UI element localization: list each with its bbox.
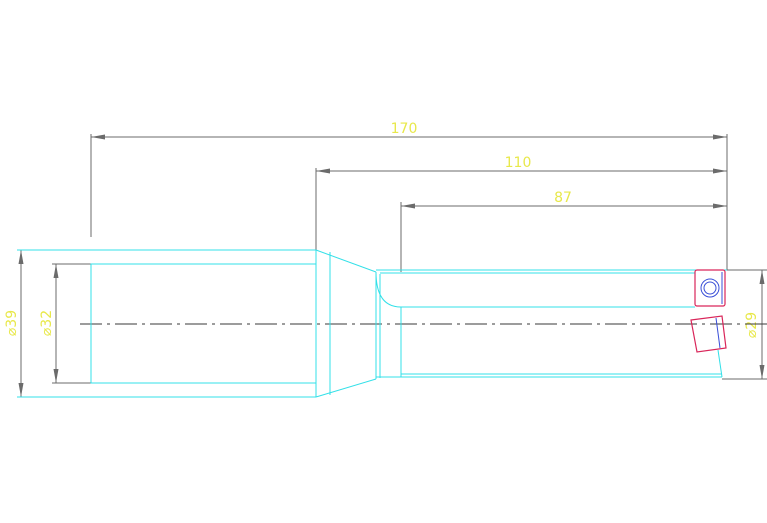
arrow-bottom-32: [53, 369, 59, 383]
arrow-right-87: [713, 203, 727, 209]
flute-runout-curve: [375, 271, 402, 308]
dimension-170: 170: [90, 121, 728, 270]
lower-insert: [690, 315, 727, 353]
upper-insert-outline: [694, 269, 726, 307]
lower-insert-outline: [690, 315, 727, 353]
arrow-bottom-39: [18, 383, 24, 397]
shank: [17, 249, 331, 398]
taper: [315, 249, 381, 398]
dimension-110: 110: [315, 155, 727, 250]
arrow-right-110: [713, 168, 727, 174]
dim-text-dia-32: ⌀32: [39, 310, 55, 336]
dim-text-170: 170: [391, 121, 418, 137]
insert-screw-inner: [703, 281, 717, 295]
arrow-left-170: [91, 134, 105, 140]
taper-bottom: [315, 378, 377, 398]
arrow-top-29: [759, 270, 765, 284]
dim-text-87: 87: [554, 190, 572, 206]
dim-text-110: 110: [505, 155, 532, 171]
body-tip-lower: [717, 349, 723, 378]
arrow-right-170: [713, 134, 727, 140]
upper-insert: [694, 269, 726, 307]
insert-screw-outer: [700, 278, 720, 298]
dimension-dia-32: ⌀32: [39, 263, 91, 384]
arrow-top-39: [18, 250, 24, 264]
dimension-87: 87: [400, 190, 727, 272]
arrow-bottom-29: [759, 365, 765, 379]
arrow-top-32: [53, 264, 59, 278]
body: [375, 269, 727, 378]
arrow-left-110: [316, 168, 330, 174]
taper-top: [315, 249, 377, 273]
arrow-left-87: [401, 203, 415, 209]
dim-text-dia-39: ⌀39: [4, 310, 20, 336]
dim-text-dia-29: ⌀29: [744, 312, 760, 338]
lower-insert-edge: [715, 317, 721, 349]
